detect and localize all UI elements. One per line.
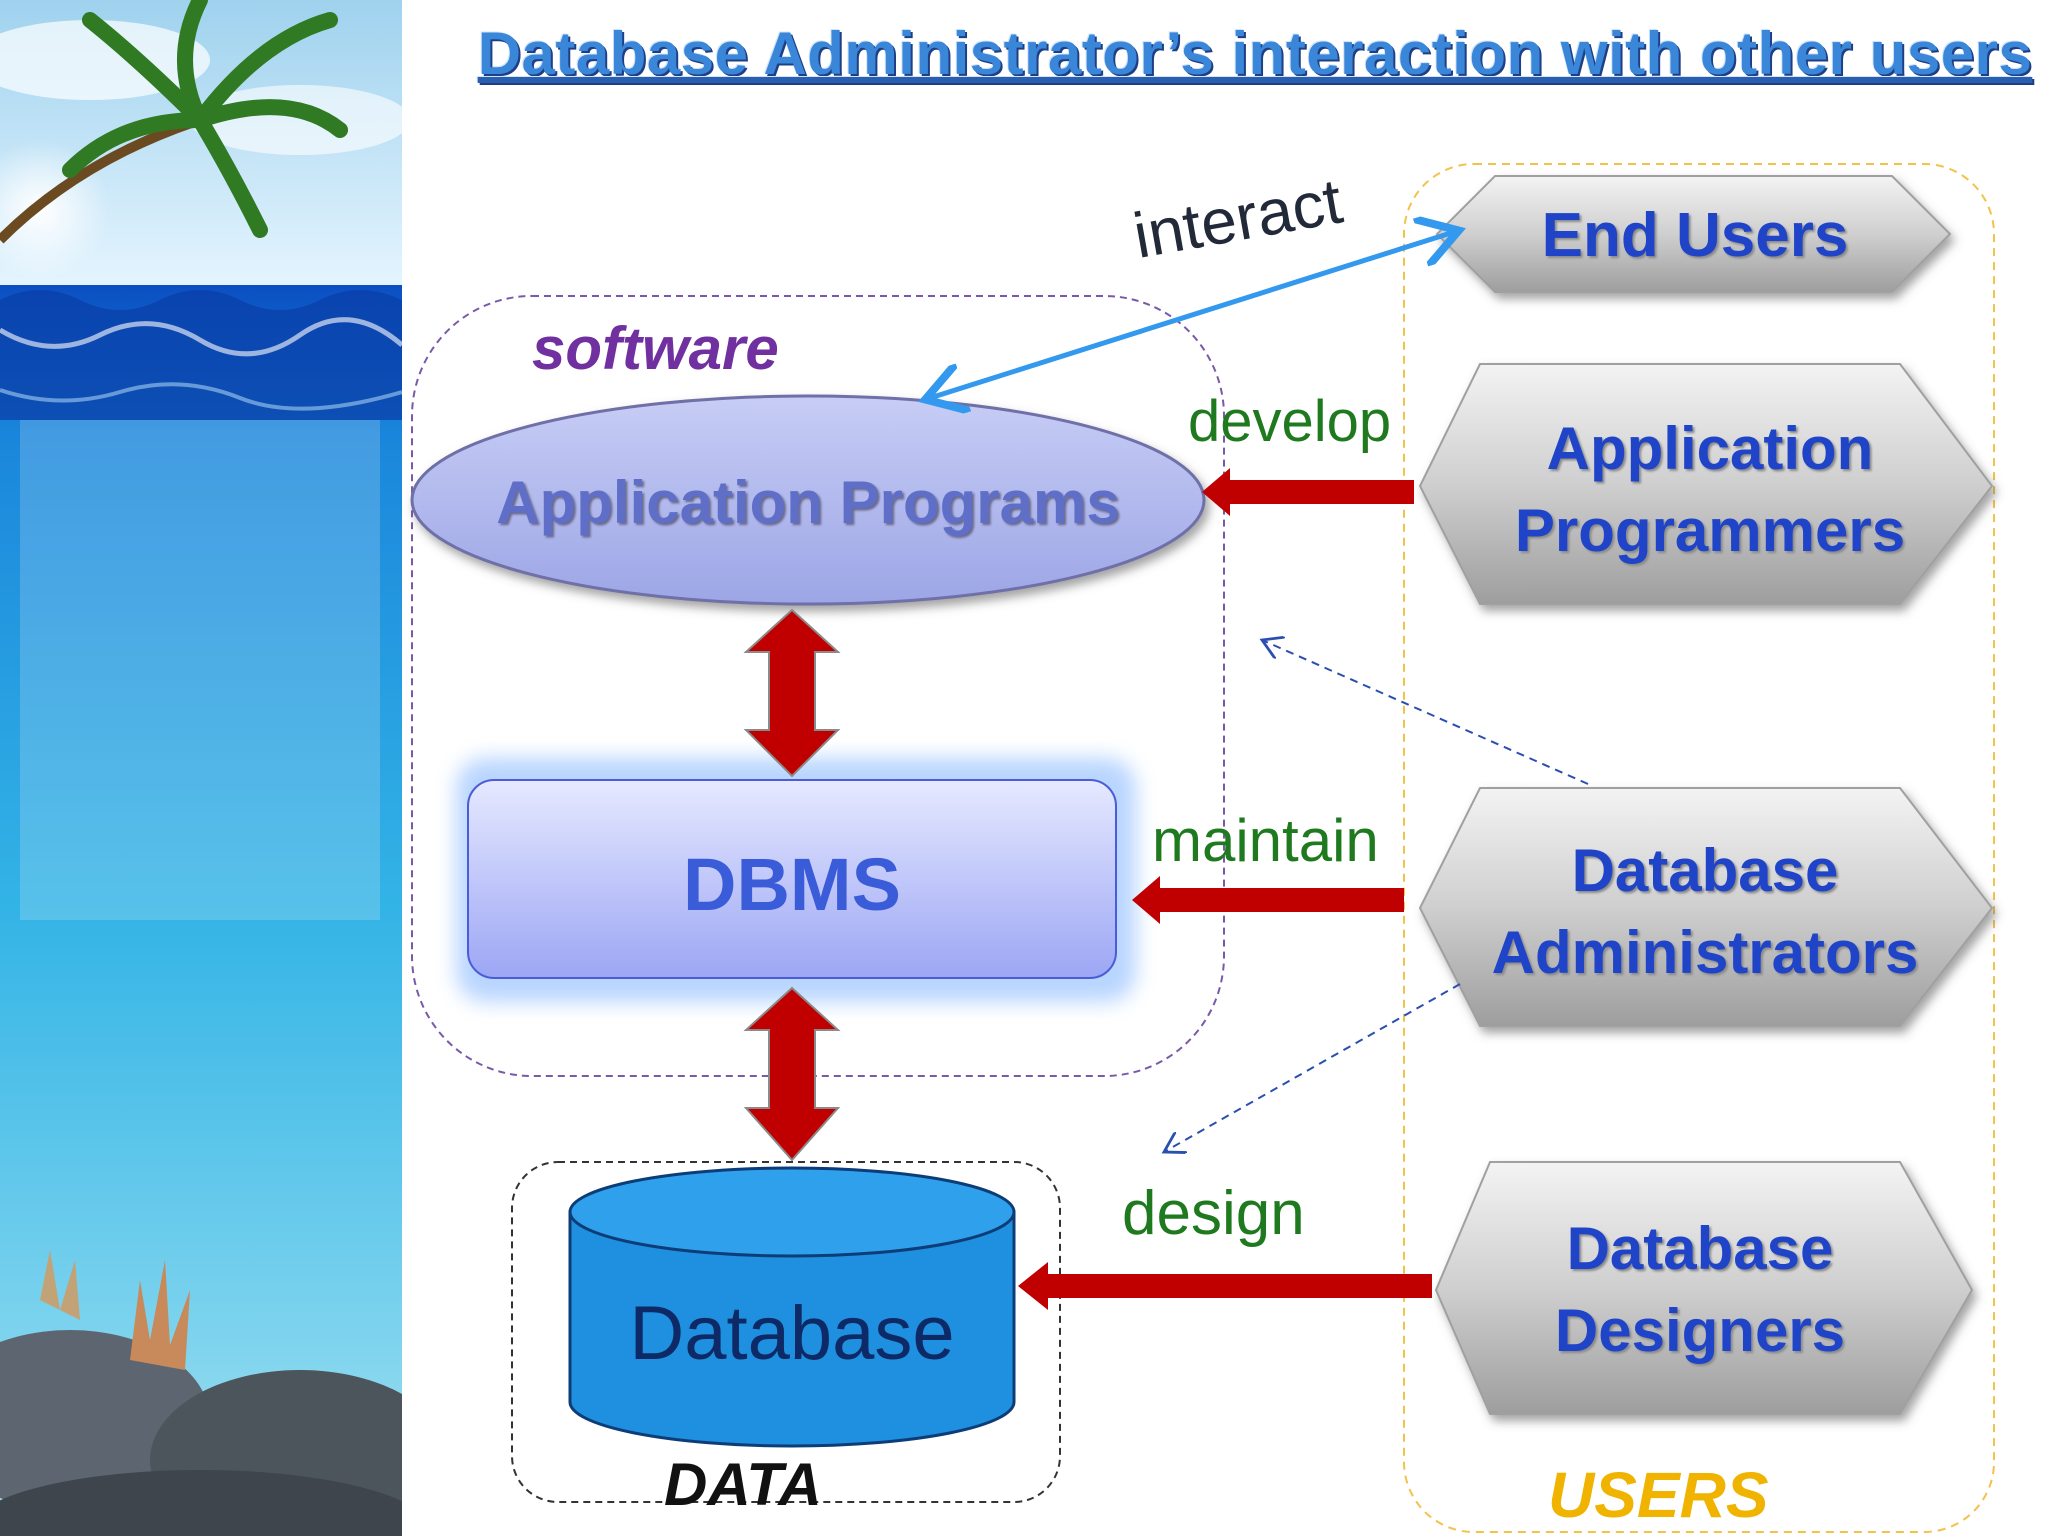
develop-label: develop bbox=[1188, 389, 1392, 454]
dba-to-software-dashed-arrow bbox=[1262, 640, 1589, 785]
dbms-database-double-arrow bbox=[743, 986, 841, 1162]
dbms-label: DBMS bbox=[683, 843, 901, 926]
dba-to-data-dashed-arrow bbox=[1164, 983, 1461, 1152]
database-label: Database bbox=[629, 1291, 955, 1376]
application-programs-ellipse bbox=[410, 394, 1206, 606]
end-users-label: End Users bbox=[1541, 201, 1849, 270]
data-group-label: DATA bbox=[664, 1451, 822, 1518]
design-label: design bbox=[1122, 1179, 1305, 1248]
database-designers-hexagon bbox=[1434, 1161, 1974, 1415]
database-administrators-hexagon bbox=[1418, 787, 1994, 1027]
application-programmers-hexagon bbox=[1418, 363, 1994, 605]
maintain-arrow bbox=[1132, 876, 1404, 924]
page-title: Database Administrator’s interaction wit… bbox=[477, 20, 2033, 87]
develop-arrow bbox=[1202, 468, 1414, 516]
design-arrow bbox=[1018, 1262, 1432, 1310]
users-group-boundary bbox=[1403, 163, 1995, 1533]
apps-dbms-double-arrow bbox=[743, 608, 841, 778]
application-programs-label: Application Programs bbox=[496, 469, 1120, 536]
data-group-boundary bbox=[511, 1161, 1061, 1503]
software-group-label: software bbox=[532, 315, 779, 382]
dbms-box bbox=[467, 779, 1117, 979]
application-programmers-label: Application Programmers bbox=[1514, 415, 1906, 564]
users-group-label: USERS bbox=[1548, 1459, 1769, 1531]
database-cylinder bbox=[568, 1166, 1016, 1448]
database-administrators-label: Database Administrators bbox=[1491, 837, 1919, 986]
maintain-label: maintain bbox=[1152, 807, 1379, 874]
interact-arrow bbox=[930, 232, 1454, 398]
ocean-banner-image bbox=[0, 0, 402, 1536]
database-designers-label: Database Designers bbox=[1554, 1215, 1846, 1364]
